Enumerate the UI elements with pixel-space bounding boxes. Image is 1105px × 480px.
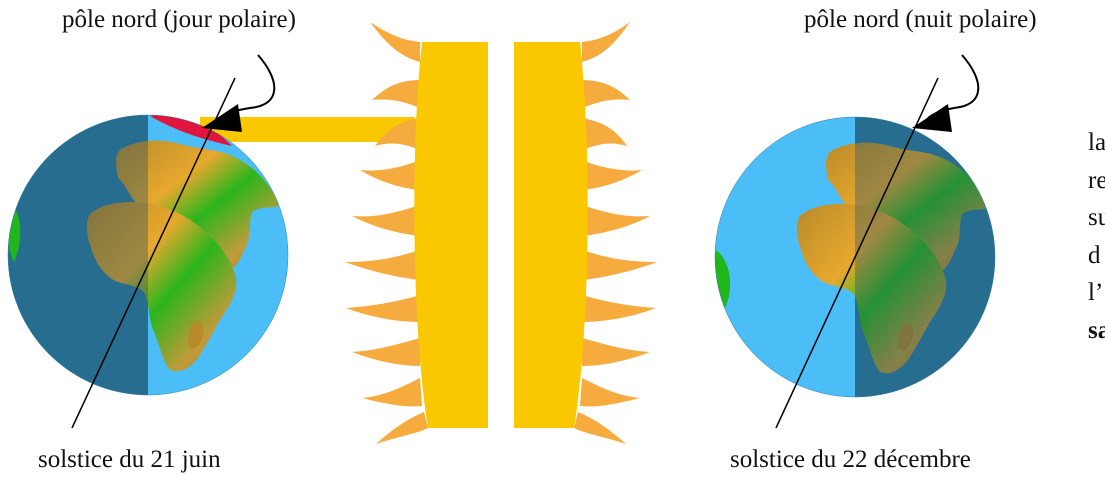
side-text-line: sa [1088, 312, 1105, 350]
label-solstice-december: solstice du 22 décembre [730, 446, 971, 474]
earth-globe-december [700, 100, 1015, 420]
side-text-line: re [1088, 162, 1105, 200]
earth-globe-june [0, 100, 308, 420]
label-north-pole-night: pôle nord (nuit polaire) [804, 6, 1037, 34]
side-text-line: d [1088, 237, 1105, 275]
side-text-line: la [1088, 124, 1105, 162]
label-north-pole-day: pôle nord (jour polaire) [62, 6, 296, 34]
side-text-line: su [1088, 199, 1105, 237]
side-text-line: l’ [1088, 274, 1105, 312]
side-text-fragment: la re su d l’ sa [1088, 124, 1105, 349]
sun-icon [345, 22, 657, 444]
arrow-icon [912, 104, 952, 132]
pointer-curve [220, 55, 274, 118]
label-solstice-june: solstice du 21 juin [38, 446, 221, 474]
pointer-curve [928, 55, 978, 118]
